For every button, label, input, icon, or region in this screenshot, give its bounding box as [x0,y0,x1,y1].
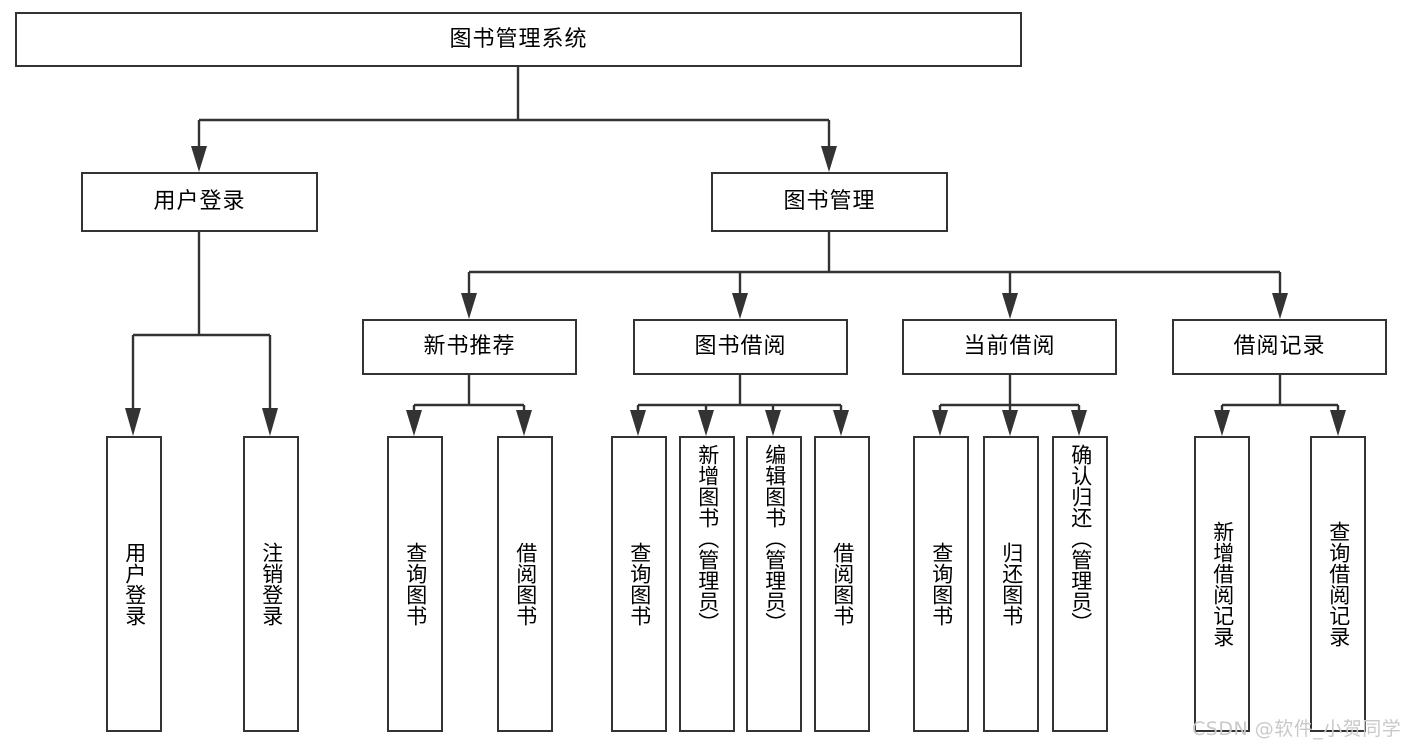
leaf-label: 归还图书 [999,542,1024,626]
leaf-new-book-query-book[interactable]: 查询图书 [387,436,443,732]
node-root-label: 图书管理系统 [449,26,588,52]
leaf-label: 借阅图书 [513,542,538,626]
leaf-book-borrow-add-book[interactable]: 新增图书（管理员） [679,436,735,732]
node-book-management-label: 图书管理 [783,189,876,215]
node-new-book-recommend[interactable]: 新书推荐 [362,319,577,375]
leaf-book-borrow-edit-book[interactable]: 编辑图书（管理员） [746,436,802,732]
leaf-new-book-borrow-book[interactable]: 借阅图书 [497,436,553,732]
leaf-current-borrow-confirm-return[interactable]: 确认归还（管理员） [1052,436,1108,732]
leaf-borrow-record-query-record[interactable]: 查询借阅记录 [1310,436,1366,732]
node-current-borrow-label: 当前借阅 [963,334,1056,360]
leaf-current-borrow-return-book[interactable]: 归还图书 [983,436,1039,732]
csdn-watermark: CSDN @软件_小贺同学 [1192,718,1402,740]
node-book-borrow-label: 图书借阅 [694,334,787,360]
node-book-borrow[interactable]: 图书借阅 [633,319,848,375]
leaf-book-borrow-query-book[interactable]: 查询图书 [611,436,667,732]
leaf-borrow-record-add-record[interactable]: 新增借阅记录 [1194,436,1250,732]
node-root-system[interactable]: 图书管理系统 [15,12,1022,67]
leaf-label: 查询图书 [929,542,954,626]
leaf-user-login-logout[interactable]: 注销登录 [243,436,299,732]
leaf-label: 借阅图书 [830,542,855,626]
leaf-user-login-login[interactable]: 用户登录 [106,436,162,732]
node-current-borrow[interactable]: 当前借阅 [902,319,1117,375]
node-user-login-label: 用户登录 [153,189,246,215]
leaf-label: 新增借阅记录 [1210,521,1235,647]
node-book-management[interactable]: 图书管理 [711,172,948,232]
leaf-label: 查询图书 [627,542,652,626]
leaf-current-borrow-query-book[interactable]: 查询图书 [913,436,969,732]
leaf-label: 查询借阅记录 [1326,521,1351,647]
node-borrow-record[interactable]: 借阅记录 [1172,319,1387,375]
leaf-book-borrow-borrow-book[interactable]: 借阅图书 [814,436,870,732]
node-new-book-recommend-label: 新书推荐 [423,334,516,360]
leaf-label: 查询图书 [403,542,428,626]
leaf-label: 注销登录 [259,542,284,626]
leaf-label: 编辑图书（管理员） [762,444,787,633]
leaf-label: 新增图书（管理员） [695,444,720,633]
leaf-label: 确认归还（管理员） [1068,444,1093,633]
leaf-label: 用户登录 [122,542,147,626]
node-borrow-record-label: 借阅记录 [1233,334,1326,360]
node-user-login[interactable]: 用户登录 [81,172,318,232]
